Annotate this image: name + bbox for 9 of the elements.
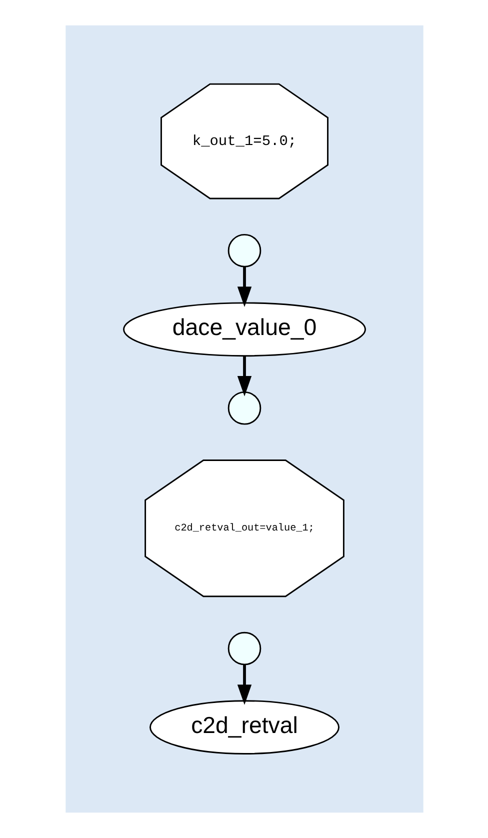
node-circle (227, 391, 261, 425)
node-ellipse: dace_value_0 (122, 302, 366, 357)
node-circle (227, 632, 261, 666)
cluster (65, 25, 423, 813)
node-circle (227, 234, 261, 268)
arrow (236, 356, 252, 396)
arrow (236, 664, 252, 705)
arrow (236, 266, 252, 307)
node-ellipse: c2d_retval (148, 700, 340, 754)
